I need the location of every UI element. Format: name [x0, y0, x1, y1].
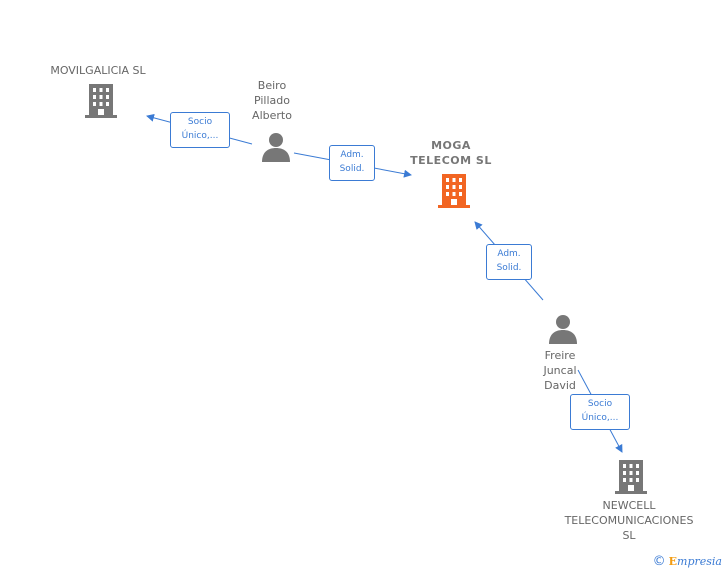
movilgalicia-label: MOVILGALICIA SL	[50, 64, 146, 77]
freire-label: Freire Juncal David	[543, 349, 577, 392]
edge-label-freire-newcell[interactable]: Socio Único,...	[570, 394, 630, 430]
beiro-label: Beiro Pillado Alberto	[252, 79, 292, 122]
person-icon[interactable]	[548, 314, 578, 344]
copyright-icon: ©	[652, 554, 666, 569]
building-icon[interactable]	[615, 460, 647, 494]
empresia-logo[interactable]: Empresia	[668, 555, 722, 568]
edge-label-beiro-moga[interactable]: Adm. Solid.	[329, 145, 375, 181]
edge-label-freire-moga[interactable]: Adm. Solid.	[486, 244, 532, 280]
edge-label-beiro-movilgalicia[interactable]: Socio Único,...	[170, 112, 230, 148]
footer-brand: © Empresia	[653, 554, 722, 569]
newcell-label: NEWCELL TELECOMUNICACIONES SL	[564, 499, 694, 542]
person-icon[interactable]	[261, 132, 291, 162]
moga-label: MOGA TELECOM SL	[410, 139, 492, 167]
building-icon[interactable]	[85, 84, 117, 118]
building-icon-main[interactable]	[438, 174, 470, 208]
